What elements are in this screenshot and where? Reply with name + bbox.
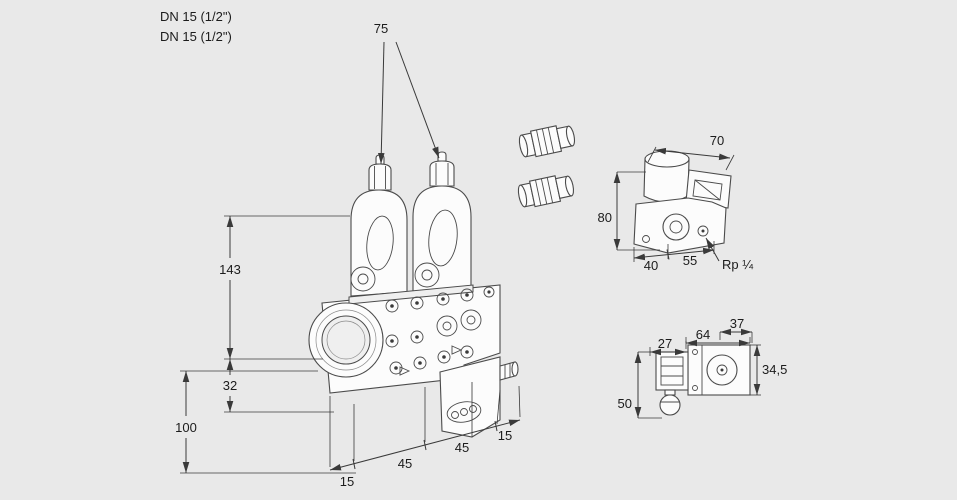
valve-body bbox=[308, 284, 501, 394]
dim-70-label: 70 bbox=[710, 133, 724, 148]
cap-left bbox=[368, 163, 392, 191]
valve-actuator-left bbox=[350, 154, 408, 297]
dim-143-label: 143 bbox=[219, 262, 241, 277]
dim-37-label: 37 bbox=[730, 316, 744, 331]
dim-15-right-label: 15 bbox=[498, 428, 512, 443]
dimension-34-5: 34,5 bbox=[750, 344, 787, 396]
dim-55-label: 55 bbox=[683, 253, 697, 268]
port-label-2: DN 15 (1/2") bbox=[160, 29, 232, 44]
mounting-plate bbox=[348, 284, 474, 305]
dim-45-a-label: 45 bbox=[398, 456, 412, 471]
cap-right bbox=[429, 160, 455, 187]
valve-actuator-right bbox=[412, 151, 472, 293]
valve-side-nipple bbox=[499, 361, 519, 381]
aux-knob bbox=[659, 394, 681, 416]
dim-45-b-label: 45 bbox=[455, 440, 469, 455]
dimension-70: 70 bbox=[647, 133, 735, 171]
dimension-64: 64 bbox=[685, 327, 751, 347]
aux-body bbox=[687, 344, 751, 396]
dim-32-label: 32 bbox=[223, 378, 237, 393]
thread-callout: Rp ¼ bbox=[705, 237, 753, 272]
coupling-fitting-1 bbox=[518, 125, 576, 158]
pipe-flange bbox=[308, 302, 384, 378]
dimension-75: 75 bbox=[374, 21, 440, 165]
dimension-50: 50 bbox=[618, 351, 662, 419]
dimension-37: 37 bbox=[719, 316, 753, 343]
dim-40-label: 40 bbox=[644, 258, 658, 273]
dim-64-label: 64 bbox=[696, 327, 710, 342]
aux-component-drawing bbox=[655, 344, 751, 416]
flow-direction-arrows bbox=[399, 345, 463, 376]
dim-15-left-label: 15 bbox=[340, 474, 354, 489]
main-valve-drawing bbox=[308, 151, 519, 438]
bolt-holes bbox=[385, 286, 495, 375]
dim-27-label: 27 bbox=[658, 336, 672, 351]
dim-34-5-label: 34,5 bbox=[762, 362, 787, 377]
coupling-fitting-2 bbox=[517, 175, 575, 208]
dimension-143: 143 bbox=[219, 215, 350, 360]
port-label-1: DN 15 (1/2") bbox=[160, 9, 232, 24]
dimension-bottom-chain: 15 45 45 15 bbox=[329, 385, 521, 489]
dim-75-label: 75 bbox=[374, 21, 388, 36]
dim-100-label: 100 bbox=[175, 420, 197, 435]
dim-50-label: 50 bbox=[618, 396, 632, 411]
dimension-32: 32 bbox=[223, 359, 334, 413]
dimension-100: 100 bbox=[175, 370, 356, 474]
thread-port bbox=[662, 213, 690, 241]
thread-label: Rp ¼ bbox=[722, 257, 753, 272]
dim-80-label: 80 bbox=[598, 210, 612, 225]
dimension-27: 27 bbox=[649, 336, 687, 356]
solenoid-valve-drawing bbox=[633, 150, 732, 254]
